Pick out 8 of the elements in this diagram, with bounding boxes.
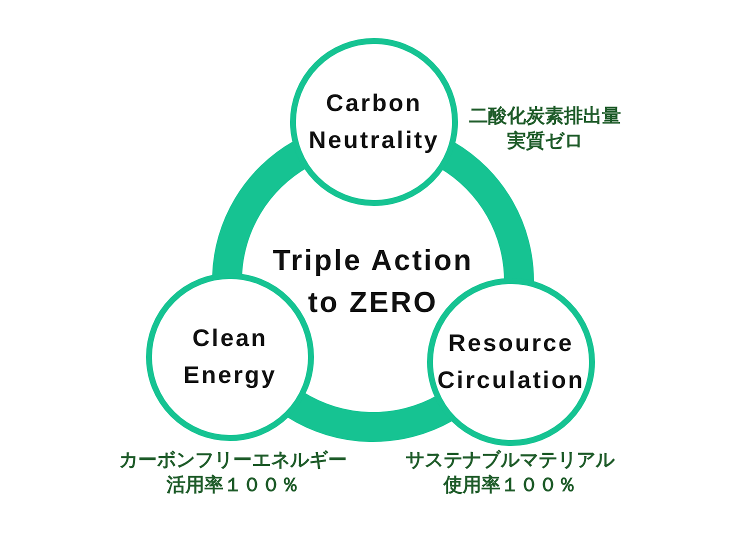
note-text: サステナブルマテリアル使用率１００％ (404, 448, 616, 498)
node-label: Carbon Neutrality (308, 89, 440, 156)
node-label: Clean Energy (182, 324, 278, 391)
node-label: Resource Circulation (436, 329, 586, 396)
center-heading: Triple Action to ZERO (272, 244, 474, 321)
note-text: 二酸化炭素排出量実質ゼロ (468, 104, 622, 154)
ring-arc (286, 392, 454, 442)
note-text: カーボンフリーエネルギー活用率１００％ (118, 448, 348, 498)
